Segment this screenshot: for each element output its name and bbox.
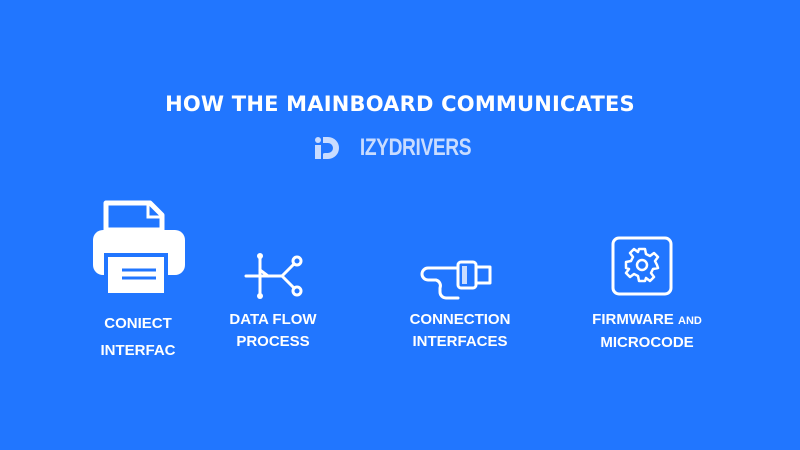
- page-title: HOW THE MAINBOARD COMMUNICATES: [165, 92, 635, 116]
- brand-logo: IZYDRIVERS: [0, 134, 800, 162]
- feature-label-line1: FIRMWARE AND: [567, 309, 727, 332]
- data-flow-icon: [244, 253, 303, 299]
- printer-icon: [93, 200, 185, 297]
- gear-chip-icon: [611, 236, 673, 296]
- feature-connection-interfaces: CONNECTION INTERFACES: [380, 309, 540, 353]
- logo-text: IZYDRIVERS: [360, 134, 472, 161]
- feature-label-line2: INTERFAC: [100, 342, 176, 359]
- feature-label-line1: CONIECT: [104, 315, 172, 332]
- feature-label-line2: INTERFACES: [412, 333, 508, 350]
- feature-label-line1: CONNECTION: [409, 311, 511, 328]
- feature-connect-interface: CONIECT INTERFAC: [68, 313, 208, 362]
- feature-firmware-microcode: FIRMWARE AND MICROCODE: [567, 309, 727, 354]
- feature-label-line2: MICROCODE: [600, 334, 694, 351]
- izydrivers-logo-icon: [315, 137, 340, 159]
- feature-data-flow: DATA FLOW PROCESS: [203, 309, 343, 353]
- cable-connector-icon: [420, 260, 492, 300]
- and-word: AND: [678, 315, 702, 327]
- feature-label-line2: PROCESS: [236, 333, 310, 350]
- firmware-word: FIRMWARE: [592, 311, 674, 328]
- feature-label-line1: DATA FLOW: [229, 311, 317, 328]
